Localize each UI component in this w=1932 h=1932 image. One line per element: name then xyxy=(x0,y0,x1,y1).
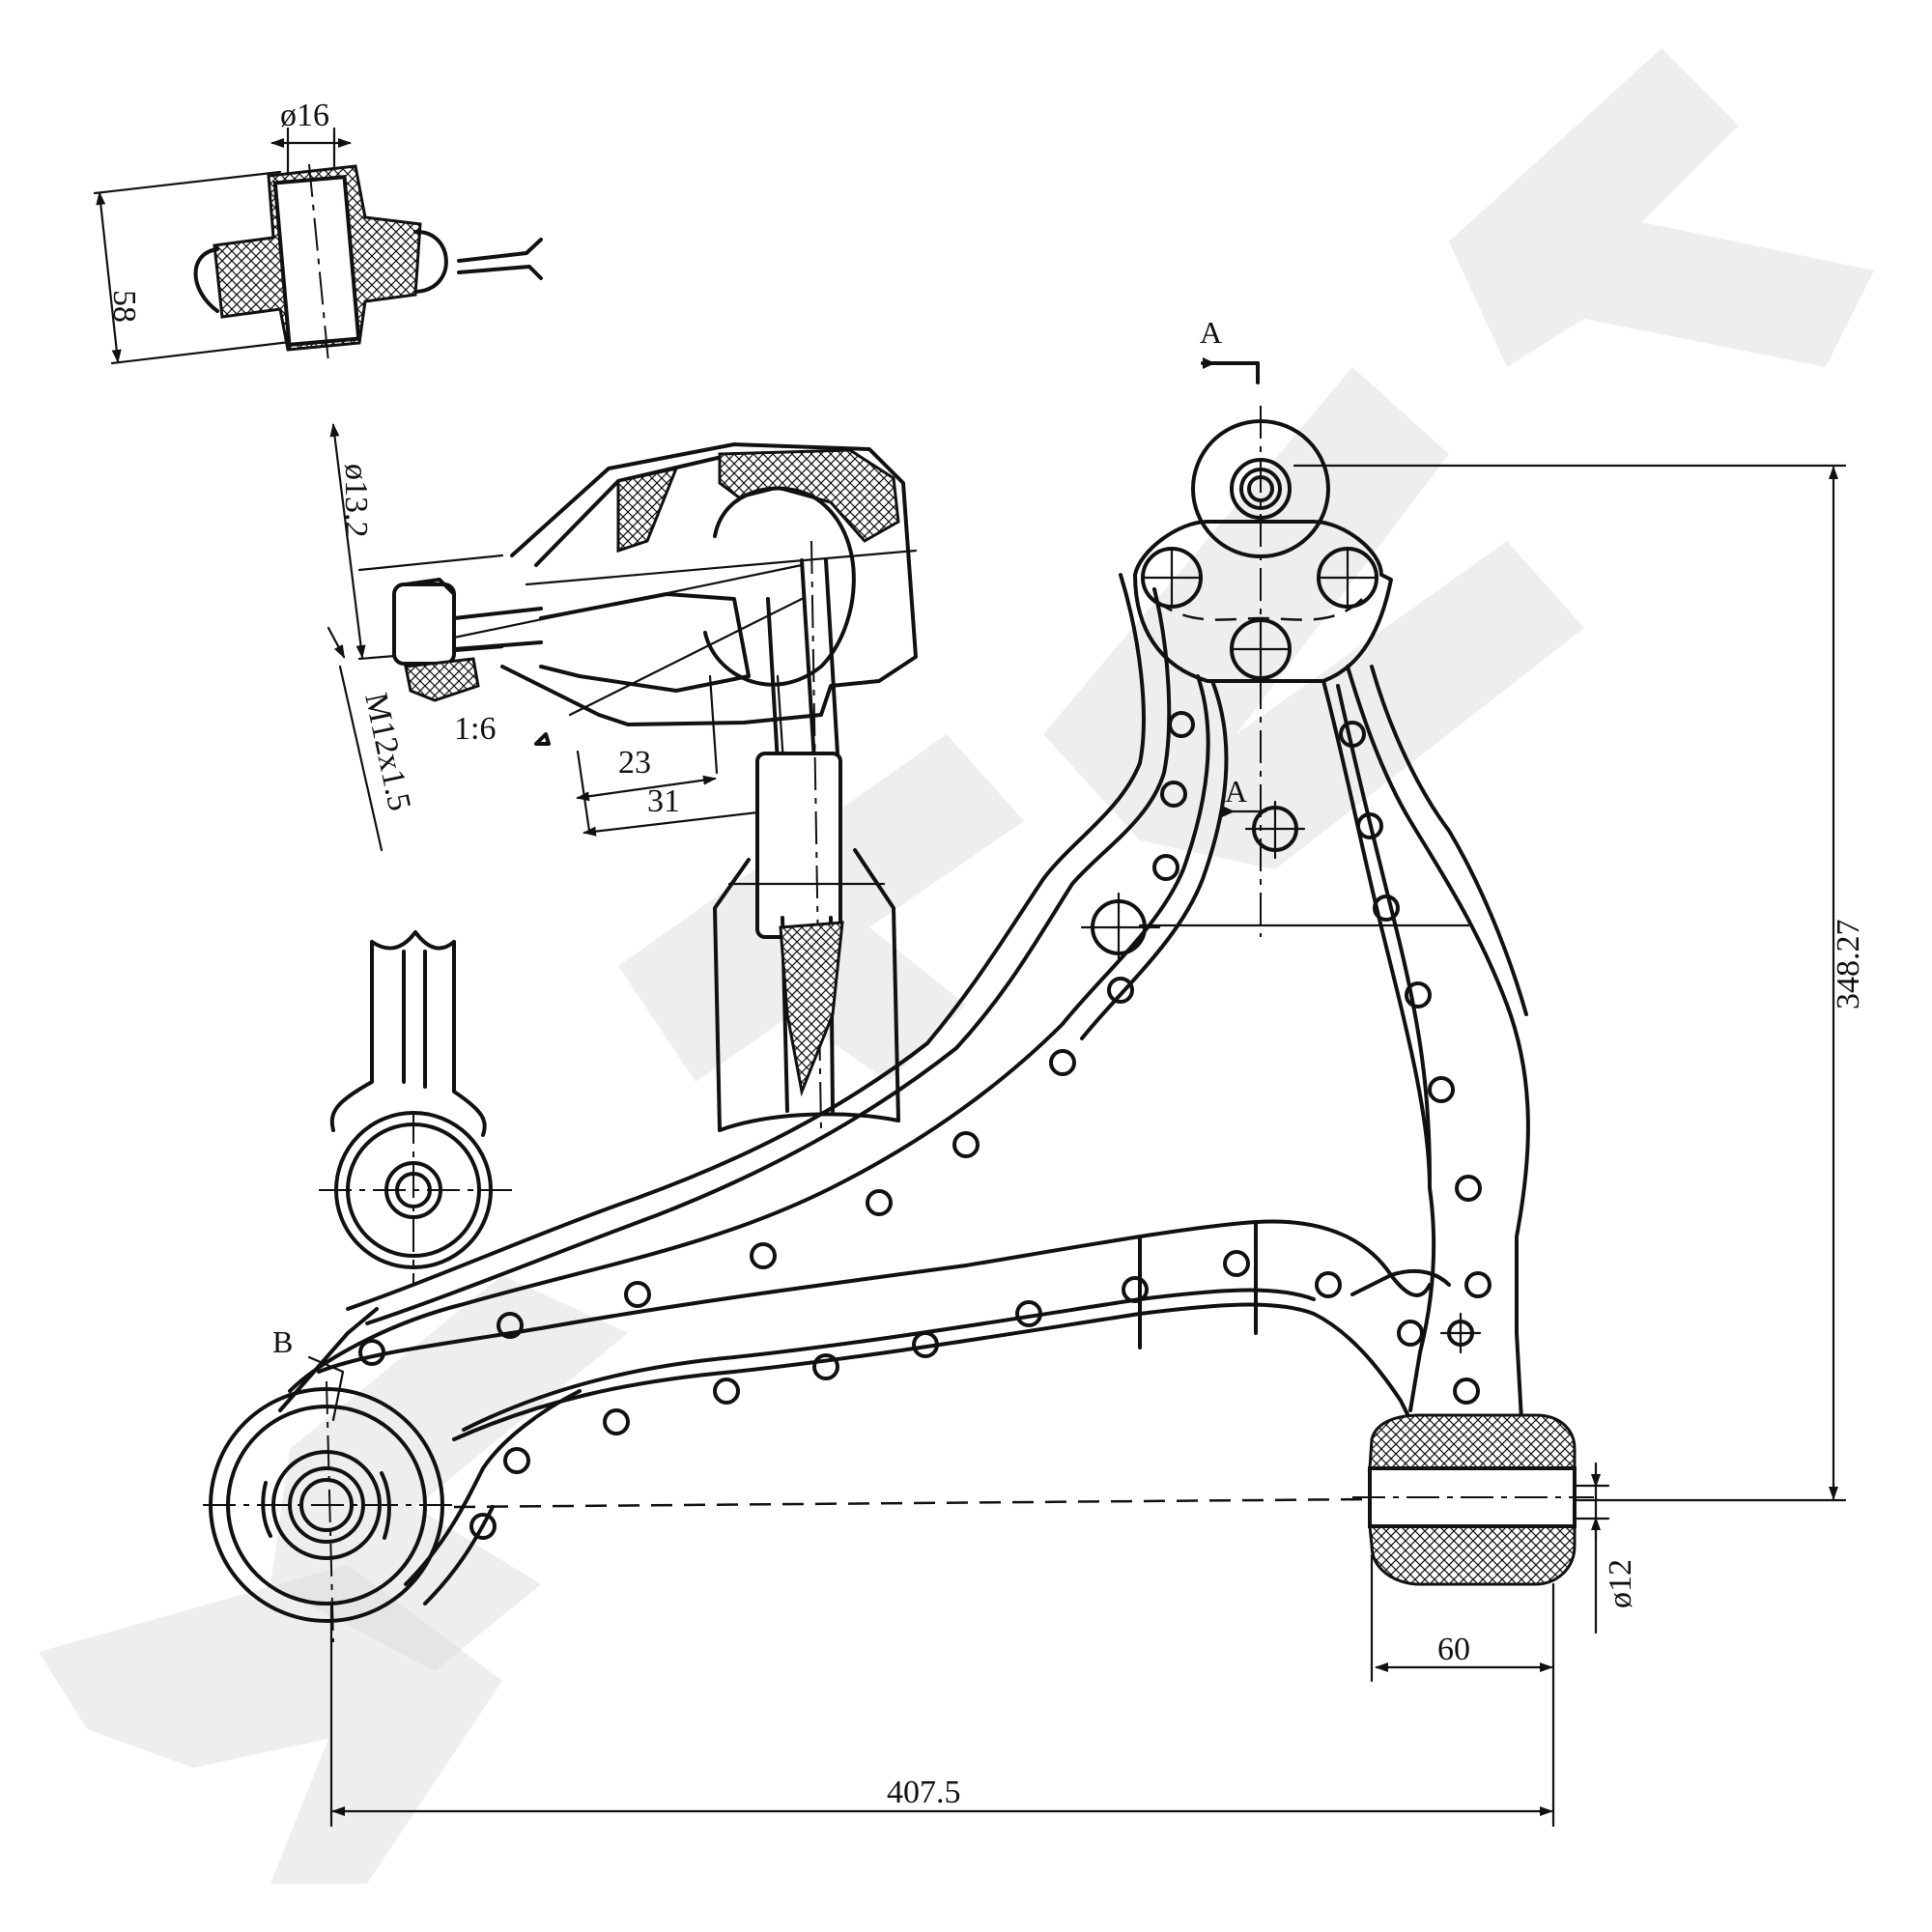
overall-height-label: 348.27 xyxy=(1831,920,1866,1010)
section-a-top-label: A xyxy=(1200,315,1222,350)
taper-length-a-label: 23 xyxy=(618,745,651,781)
rear-bushing-bore-label: ø12 xyxy=(1603,1559,1638,1608)
bushing-detail xyxy=(93,127,543,365)
ball-joint-section xyxy=(327,423,918,1132)
taper-length-b-label: 31 xyxy=(647,783,680,819)
bushing-height-label: 58 xyxy=(106,290,142,323)
view-b-eye-end xyxy=(319,930,512,1285)
stud-diameter-label: ø13.2 xyxy=(338,464,374,538)
rear-bushing-width-label: 60 xyxy=(1437,1632,1470,1667)
section-a-mid-label: A xyxy=(1225,774,1247,809)
control-arm xyxy=(203,406,1594,1643)
bushing-bore-label: ø16 xyxy=(280,98,329,133)
arm-holes xyxy=(358,711,1492,1540)
taper-label: 1:6 xyxy=(454,711,496,747)
main-dimensions xyxy=(307,357,1847,1828)
view-b-label: B xyxy=(272,1324,293,1359)
thread-label: M12x1.5 xyxy=(357,690,417,814)
overall-length-label: 407.5 xyxy=(887,1775,961,1810)
